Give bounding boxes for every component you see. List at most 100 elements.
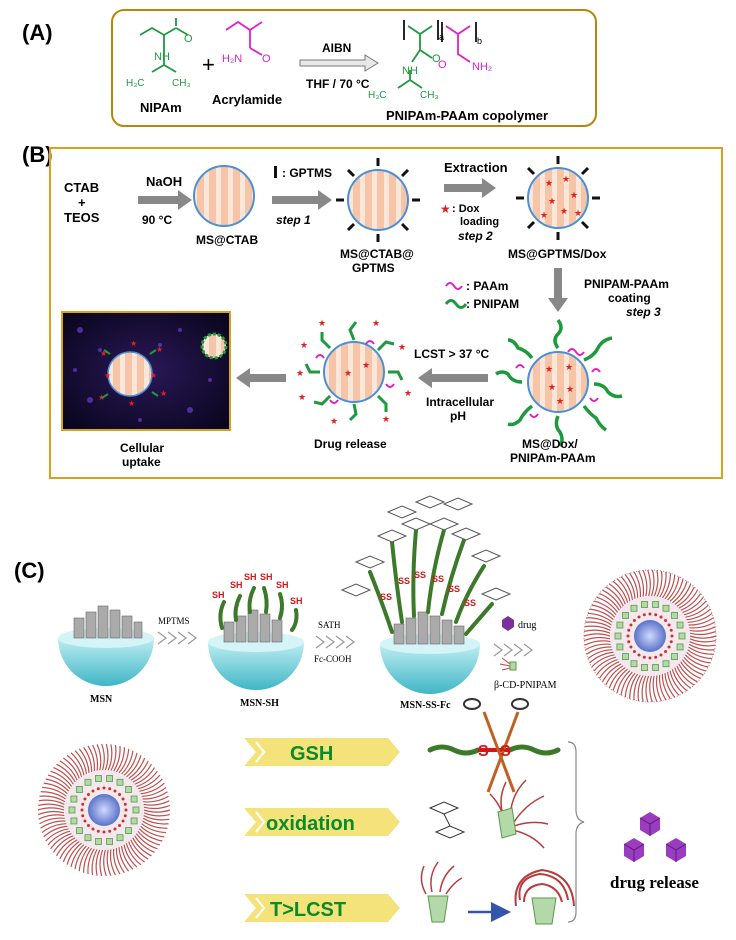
arrow-2 bbox=[272, 190, 332, 210]
bcd-pnipam-label: β-CD-PNIPAM bbox=[494, 680, 557, 691]
dox-label-1: : Dox bbox=[452, 203, 480, 215]
svg-text:★: ★ bbox=[318, 318, 326, 328]
paam-icon bbox=[445, 282, 463, 290]
cd-pnipam-collapsed-icon bbox=[514, 868, 575, 925]
nipam-label: NIPAm bbox=[140, 100, 182, 115]
svg-text:★: ★ bbox=[548, 382, 556, 392]
ms-ctab-gptms-label-2: GPTMS bbox=[352, 261, 395, 275]
copolymer-nh2: NH₂ bbox=[472, 61, 492, 73]
ms-dox-coated-particle: ★★★ ★★ bbox=[495, 318, 623, 447]
copolymer-o1: O bbox=[432, 53, 441, 65]
ferrocene-icon bbox=[428, 801, 466, 839]
drug-cubes-icon bbox=[623, 812, 687, 862]
svg-text:★: ★ bbox=[98, 393, 105, 402]
msn-ss-fc-particle bbox=[340, 495, 512, 694]
svg-text:★: ★ bbox=[562, 174, 570, 184]
svg-text:★: ★ bbox=[300, 340, 308, 350]
svg-text:★: ★ bbox=[344, 368, 352, 378]
drug-release-label-c: drug release bbox=[610, 873, 699, 892]
panel-a: (A) O NH H₃C CH₃ NIPAm + O H₂N Acrylamid… bbox=[22, 9, 597, 127]
aibn-label: AIBN bbox=[322, 41, 351, 55]
svg-text:★: ★ bbox=[296, 368, 304, 378]
fccooh-label: Fc-COOH bbox=[314, 654, 352, 664]
svg-text:★: ★ bbox=[540, 210, 548, 220]
svg-text:★: ★ bbox=[362, 360, 370, 370]
step3-label: step 3 bbox=[626, 305, 661, 319]
sath-label: SATH bbox=[318, 620, 341, 630]
arrow-1 bbox=[138, 190, 192, 210]
tlcst-label: T>LCST bbox=[270, 899, 346, 921]
ms-ctab-gptms-particle bbox=[336, 158, 420, 242]
drug-release-particle: ★★★★ ★★★★ ★★★ bbox=[296, 318, 412, 426]
ss-label-1: SS bbox=[380, 592, 392, 602]
cd-pnipam-open-icon bbox=[489, 779, 549, 849]
sh-label-2: SH bbox=[230, 580, 243, 590]
msn-particle bbox=[58, 605, 154, 686]
svg-text:★: ★ bbox=[104, 371, 111, 380]
drug-icon bbox=[502, 616, 514, 631]
bracket bbox=[567, 741, 585, 923]
sh-label-5: SH bbox=[276, 580, 289, 590]
nipam-ch3: CH₃ bbox=[172, 78, 191, 89]
msn-sh-label: MSN-SH bbox=[240, 698, 279, 709]
panel-b: (B) CTAB + TEOS NaOH 90 °C MS@CTAB : GPT… bbox=[22, 142, 723, 479]
svg-text:★: ★ bbox=[398, 342, 406, 352]
paam-label: : PAAm bbox=[466, 279, 508, 293]
ctab-label: CTAB bbox=[64, 180, 99, 195]
ms-ctab-particle bbox=[193, 165, 255, 227]
svg-text:★: ★ bbox=[574, 208, 582, 218]
panel-c: (C) MSN MPTMS bbox=[14, 495, 717, 925]
panel-b-frame bbox=[49, 147, 723, 479]
sh-label-3: SH bbox=[244, 572, 257, 582]
arrow-5 bbox=[418, 368, 488, 388]
msn-label: MSN bbox=[90, 694, 113, 705]
naoh-label: NaOH bbox=[146, 174, 182, 189]
svg-text:★: ★ bbox=[150, 371, 157, 380]
svg-text:★: ★ bbox=[298, 392, 306, 402]
svg-text:★: ★ bbox=[130, 339, 137, 348]
svg-text:★: ★ bbox=[556, 396, 564, 406]
ms-dox-label-1: MS@Dox/ bbox=[522, 437, 578, 451]
lcst-label: LCST > 37 °C bbox=[414, 347, 489, 361]
panel-a-label: (A) bbox=[22, 20, 53, 45]
arrow-3 bbox=[444, 178, 496, 198]
s-label-2: S bbox=[500, 743, 511, 760]
svg-text:★: ★ bbox=[372, 318, 380, 328]
copolymer-structure bbox=[397, 20, 477, 89]
svg-text:★: ★ bbox=[100, 349, 107, 358]
oxidation-label: oxidation bbox=[266, 813, 355, 835]
sh-label-4: SH bbox=[260, 572, 273, 582]
pnipam-label: : PNIPAM bbox=[466, 297, 519, 311]
sh-label-1: SH bbox=[212, 590, 225, 600]
ms-ctab-label: MS@CTAB bbox=[196, 233, 258, 247]
gsh-label: GSH bbox=[290, 743, 333, 765]
gptms-label: : GPTMS bbox=[282, 166, 332, 180]
cellular-label-2: uptake bbox=[122, 455, 161, 469]
ms-gptms-dox-label: MS@GPTMS/Dox bbox=[508, 247, 607, 261]
copolymer-ch3: CH₃ bbox=[420, 90, 439, 101]
svg-text:★: ★ bbox=[156, 345, 163, 354]
copolymer-o2: O bbox=[438, 59, 447, 71]
drug-arrow bbox=[493, 643, 533, 657]
cellular-label-1: Cellular bbox=[120, 441, 164, 455]
scissors-icon bbox=[463, 698, 529, 793]
svg-text:★: ★ bbox=[545, 178, 553, 188]
extraction-label: Extraction bbox=[444, 160, 508, 175]
ctab-plus: + bbox=[78, 195, 86, 210]
svg-text:★: ★ bbox=[566, 384, 574, 394]
oxidation-arrow bbox=[244, 808, 400, 836]
step2-label: step 2 bbox=[458, 229, 493, 243]
panel-a-frame bbox=[111, 9, 597, 127]
tlcst-arrow bbox=[244, 894, 400, 922]
svg-text:★: ★ bbox=[330, 416, 338, 426]
pnipam-icon bbox=[444, 299, 468, 309]
arrow-6 bbox=[236, 368, 286, 388]
dox-star-icon: ★ bbox=[440, 202, 451, 216]
ss-cleavage-icon bbox=[427, 698, 561, 793]
nipam-o: O bbox=[184, 33, 193, 45]
conditions-label: THF / 70 °C bbox=[306, 77, 370, 91]
acrylamide-structure bbox=[225, 20, 263, 56]
intracellular-label-1: Intracellular bbox=[426, 395, 494, 409]
svg-text:★: ★ bbox=[404, 388, 412, 398]
svg-text:★: ★ bbox=[545, 364, 553, 374]
